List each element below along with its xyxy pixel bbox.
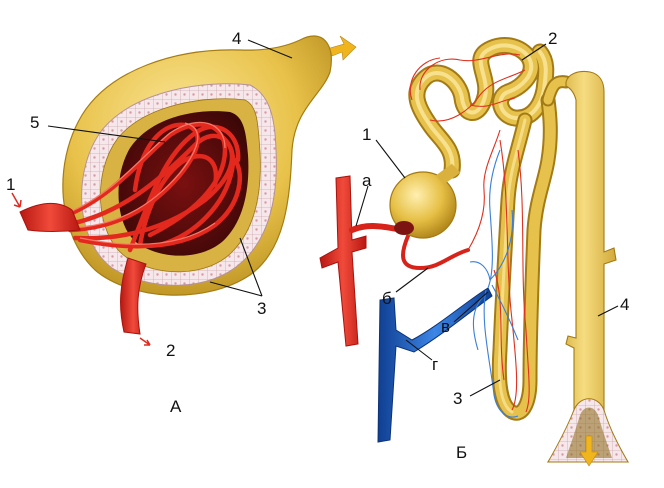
- leader-a5: [47, 125, 166, 143]
- leader-bg: [405, 339, 433, 361]
- corpuscle-neck: [436, 163, 461, 185]
- peritubular-capillaries: [409, 53, 530, 418]
- label-a-4: 4: [232, 29, 241, 48]
- afferent-arteriole: [19, 203, 81, 232]
- leader-a3-2: [209, 281, 263, 297]
- leader-b3: [469, 379, 501, 397]
- label-a-5: 5: [30, 113, 39, 132]
- leader-b2: [521, 43, 547, 61]
- collecting-duct-lumen: [566, 407, 612, 458]
- label-b-b: б: [382, 289, 392, 308]
- label-b-g: г: [432, 355, 438, 374]
- label-a-1: 1: [6, 175, 15, 194]
- label-b-4: 4: [620, 295, 629, 314]
- label-a-3: 3: [257, 299, 266, 318]
- efferent-arteriole: [120, 257, 147, 335]
- caption-a: А: [170, 397, 182, 416]
- leader-b4: [597, 305, 619, 317]
- renal-corpuscle: 1 2 3 4 5 А: [6, 29, 357, 416]
- label-a-2: 2: [166, 341, 175, 360]
- leader-bv: [453, 291, 489, 323]
- label-b-a: а: [362, 171, 372, 190]
- caption-b: Б: [456, 443, 467, 462]
- nephron: 1 2 3 4 а б в г Б: [319, 29, 629, 467]
- label-b-2: 2: [548, 29, 557, 48]
- leader-a3-1: [239, 237, 263, 297]
- urine-outflow-arrow-icon: [579, 435, 599, 467]
- leader-b1: [375, 139, 406, 179]
- leader-a4: [247, 39, 293, 59]
- outflow-arrow-icon: [139, 337, 151, 346]
- interlobular-vein: [377, 287, 493, 443]
- leader-ba: [355, 185, 369, 227]
- label-b-1: 1: [362, 125, 371, 144]
- efferent-arteriole-b: [401, 234, 470, 271]
- filtrate-outflow-arrow-icon: [329, 35, 357, 61]
- label-b-3: 3: [453, 389, 462, 408]
- label-b-v: в: [441, 317, 450, 336]
- inflow-arrow-icon: [11, 192, 22, 208]
- glomerulus-highlights: [59, 121, 226, 245]
- proximal-convoluted-tubule: [408, 37, 573, 421]
- corpuscle-opening: [394, 221, 414, 235]
- interlobular-artery: [319, 175, 367, 347]
- leader-bb: [395, 267, 429, 293]
